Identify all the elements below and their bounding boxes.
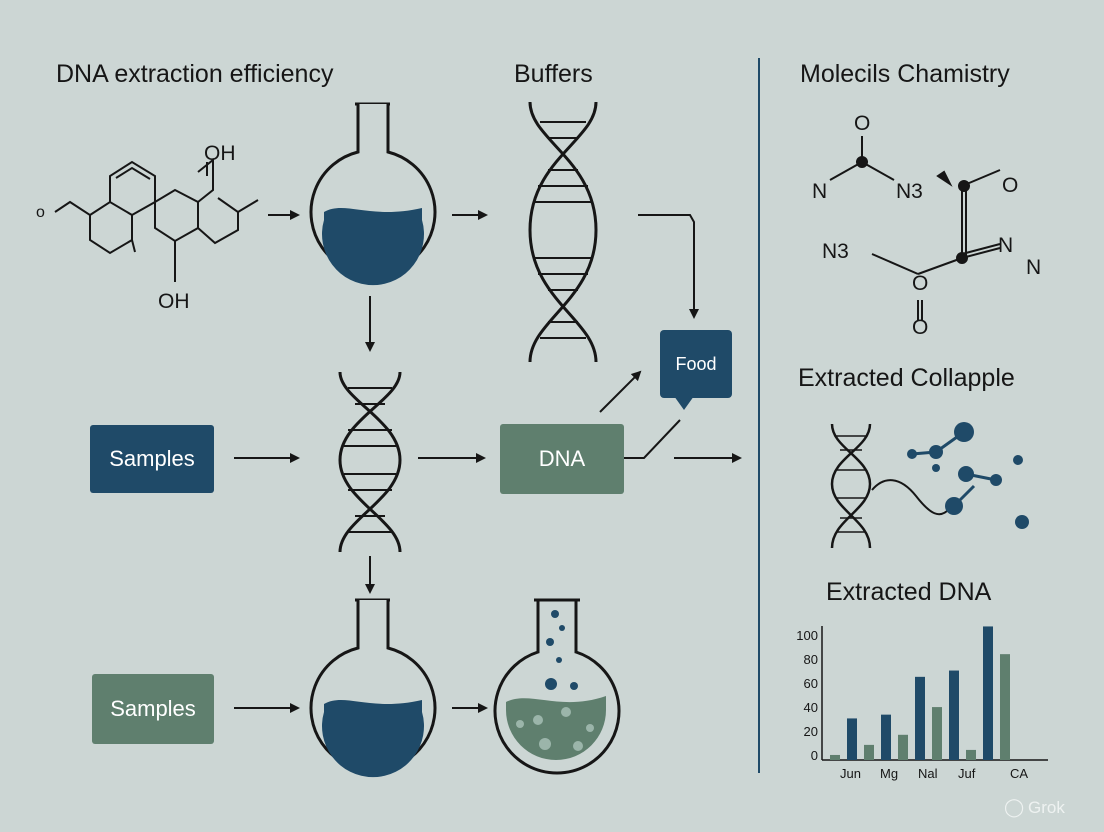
dna-helix-small bbox=[830, 423, 872, 549]
o-label-left: o bbox=[36, 204, 45, 221]
food-callout-tail bbox=[674, 396, 694, 410]
molecule-nodes bbox=[907, 422, 1029, 529]
x-label-jun: Jun bbox=[840, 766, 861, 781]
food-callout: Food bbox=[660, 330, 732, 398]
flask-top bbox=[309, 102, 437, 286]
x-label-nal: Nal bbox=[918, 766, 938, 781]
chart-bar-s0-4 bbox=[966, 749, 976, 760]
atom-o5: O bbox=[912, 316, 929, 339]
x-label-ca: CA bbox=[1010, 766, 1029, 781]
y-tick-80: 80 bbox=[803, 652, 818, 667]
chart-bar-s1-3 bbox=[949, 670, 959, 760]
chart-bar-s0-3 bbox=[932, 707, 942, 760]
connector-dna-food bbox=[624, 419, 681, 459]
atom-n3b: N3 bbox=[822, 240, 849, 263]
y-tick-60: 60 bbox=[803, 676, 818, 691]
chart-bar-s1-4 bbox=[983, 626, 993, 760]
flask-bottom bbox=[309, 598, 437, 778]
dna-helix-buffers bbox=[528, 101, 598, 363]
grok-logo-icon: ◯ bbox=[1004, 797, 1025, 817]
atom-o2: O bbox=[1002, 174, 1019, 197]
oh-label-top: OH bbox=[204, 142, 236, 165]
oh-label-bottom: OH bbox=[158, 290, 190, 313]
chart-title: Extracted DNA bbox=[826, 578, 992, 606]
ring-molecule-left bbox=[54, 157, 259, 282]
chart-bar-s1-2 bbox=[915, 676, 925, 760]
bubbling-flask bbox=[493, 598, 621, 775]
x-label-juf: Juf bbox=[958, 766, 976, 781]
atom-n-eq: N bbox=[998, 234, 1014, 257]
atom-n1: N bbox=[812, 180, 828, 203]
chart-bar-s0-5 bbox=[1000, 654, 1010, 760]
title-dna-extraction-efficiency: DNA extraction efficiency bbox=[56, 60, 334, 88]
y-tick-20: 20 bbox=[803, 724, 818, 739]
chart-bar-s1-1 bbox=[881, 714, 891, 760]
atom-n3a: N3 bbox=[896, 180, 923, 203]
chart-bar-s0-2 bbox=[898, 734, 908, 760]
y-tick-100: 100 bbox=[796, 628, 818, 643]
watermark: Grok bbox=[1028, 798, 1065, 817]
samples-box-top: Samples bbox=[90, 425, 214, 493]
chart-bar-s0-1 bbox=[864, 744, 874, 760]
atom-o1: O bbox=[854, 112, 871, 135]
dna-helix-middle bbox=[338, 371, 402, 553]
y-tick-40: 40 bbox=[803, 700, 818, 715]
arrow-dna-to-food bbox=[599, 370, 642, 413]
dna-box: DNA bbox=[500, 424, 624, 494]
arrow-buffers-to-food bbox=[638, 214, 699, 319]
chart-bar-s0-0 bbox=[830, 754, 840, 760]
chart-bar-s1-0 bbox=[847, 718, 857, 760]
title-buffers: Buffers bbox=[514, 60, 593, 88]
collagen-strand bbox=[871, 430, 997, 516]
samples-box-bottom: Samples bbox=[92, 674, 214, 744]
title-molecule-chemistry: Molecils Chamistry bbox=[800, 60, 1010, 88]
chart-bars bbox=[830, 626, 1010, 760]
x-label-mg: Mg bbox=[880, 766, 899, 781]
atom-n-end: N bbox=[1026, 256, 1042, 279]
atom-o3: O bbox=[912, 272, 929, 295]
y-tick-0: 0 bbox=[810, 748, 818, 763]
title-extracted-collapple: Extracted Collapple bbox=[798, 364, 1015, 392]
molecule-right bbox=[829, 136, 1001, 320]
